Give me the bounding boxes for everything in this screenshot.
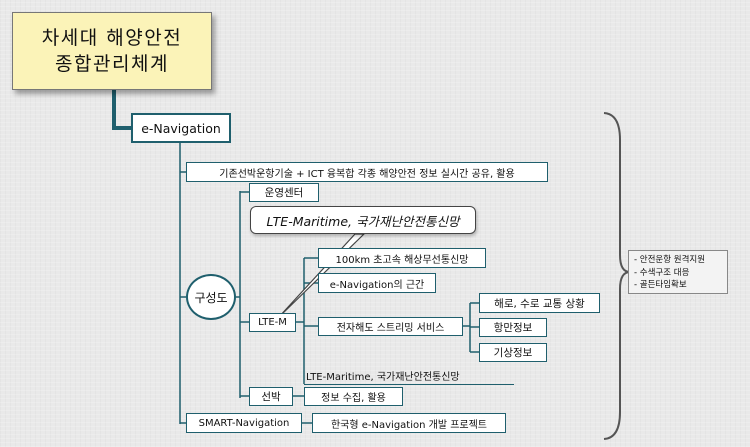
smart-navigation-node: SMART-Navigation xyxy=(186,413,302,433)
main-title-line2: 종합관리체계 xyxy=(55,53,169,75)
lte-m-node: LTE-M xyxy=(249,313,296,332)
main-title: 차세대 해양안전 종합관리체계 xyxy=(12,12,212,90)
benefit-item: - 수색구조 대응 xyxy=(634,267,690,278)
enav-basis-node: e-Navigation의 근간 xyxy=(318,273,436,293)
korean-project-node: 한국형 e-Navigation 개발 프로젝트 xyxy=(312,413,506,433)
e-navigation-node: e-Navigation xyxy=(131,113,231,143)
ship-node: 선박 xyxy=(249,387,293,406)
lte-callout: LTE-Maritime, 국가재난안전통신망 xyxy=(250,206,476,234)
benefit-item: - 안전운항 원격지원 xyxy=(634,255,706,265)
existing-tech-node: 기존선박운항기술 + ICT 융복합 각종 해양안전 정보 실시간 공유, 활용 xyxy=(186,162,548,182)
info-collection-node: 정보 수집, 활용 xyxy=(304,387,403,406)
port-info-node: 항만정보 xyxy=(479,318,547,337)
benefits-note: - 안전운항 원격지원 - 수색구조 대응 - 골든타임확보 xyxy=(628,250,728,294)
lte-maritime-label: LTE-Maritime, 국가재난안전통신망 xyxy=(304,368,514,385)
composition-circle: 구성도 xyxy=(186,274,236,320)
weather-info-node: 기상정보 xyxy=(479,343,547,362)
operation-center-node: 운영센터 xyxy=(249,183,319,202)
main-title-line1: 차세대 해양안전 xyxy=(41,27,183,49)
high-speed-network-node: 100km 초고속 해상무선통신망 xyxy=(318,248,486,268)
chart-streaming-node: 전자해도 스트리밍 서비스 xyxy=(318,317,463,336)
benefit-item: - 골든타임확보 xyxy=(634,280,687,290)
route-traffic-node: 해로, 수로 교통 상황 xyxy=(479,293,600,313)
